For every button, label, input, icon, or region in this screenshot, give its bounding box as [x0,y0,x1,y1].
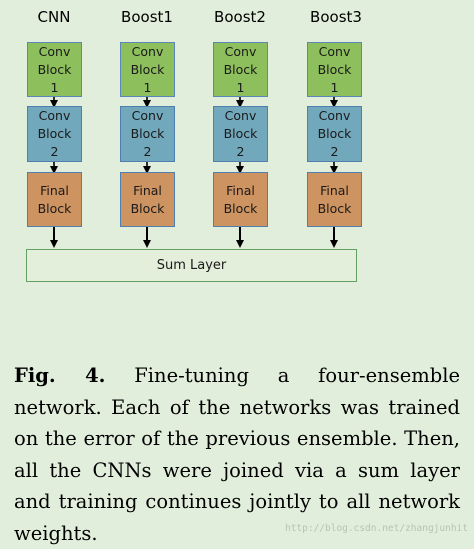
watermark: http://blog.csdn.net/zhangjunhit [284,523,468,534]
boost3-final-block: Final Block [307,172,362,227]
figure-caption: Fig. 4. Fine-tuning a four-ensemble netw… [14,360,460,549]
column-label-boost3: Boost3 [310,8,362,26]
boost1-final-block: Final Block [120,172,175,227]
cnn-final-block: Final Block [27,172,82,227]
boost2-conv-block-1: Conv Block 1 [213,42,268,97]
boost2-conv-block-2: Conv Block 2 [213,106,268,162]
boost1-conv-block-1: Conv Block 1 [120,42,175,97]
boost3-conv-block-1: Conv Block 1 [307,42,362,97]
cnn-conv-block-2: Conv Block 2 [27,106,82,162]
boost2-final-block: Final Block [213,172,268,227]
boost3-conv-block-2: Conv Block 2 [307,106,362,162]
boost1-conv-block-2: Conv Block 2 [120,106,175,162]
column-label-cnn: CNN [37,8,71,26]
cnn-conv-block-1: Conv Block 1 [27,42,82,97]
sum-layer: Sum Layer [26,249,357,282]
column-label-boost1: Boost1 [121,8,173,26]
caption-figure-label: Fig. 4. [14,364,106,387]
caption-text: Fine-tuning a four-ensemble network. Eac… [14,364,460,545]
column-label-boost2: Boost2 [214,8,266,26]
